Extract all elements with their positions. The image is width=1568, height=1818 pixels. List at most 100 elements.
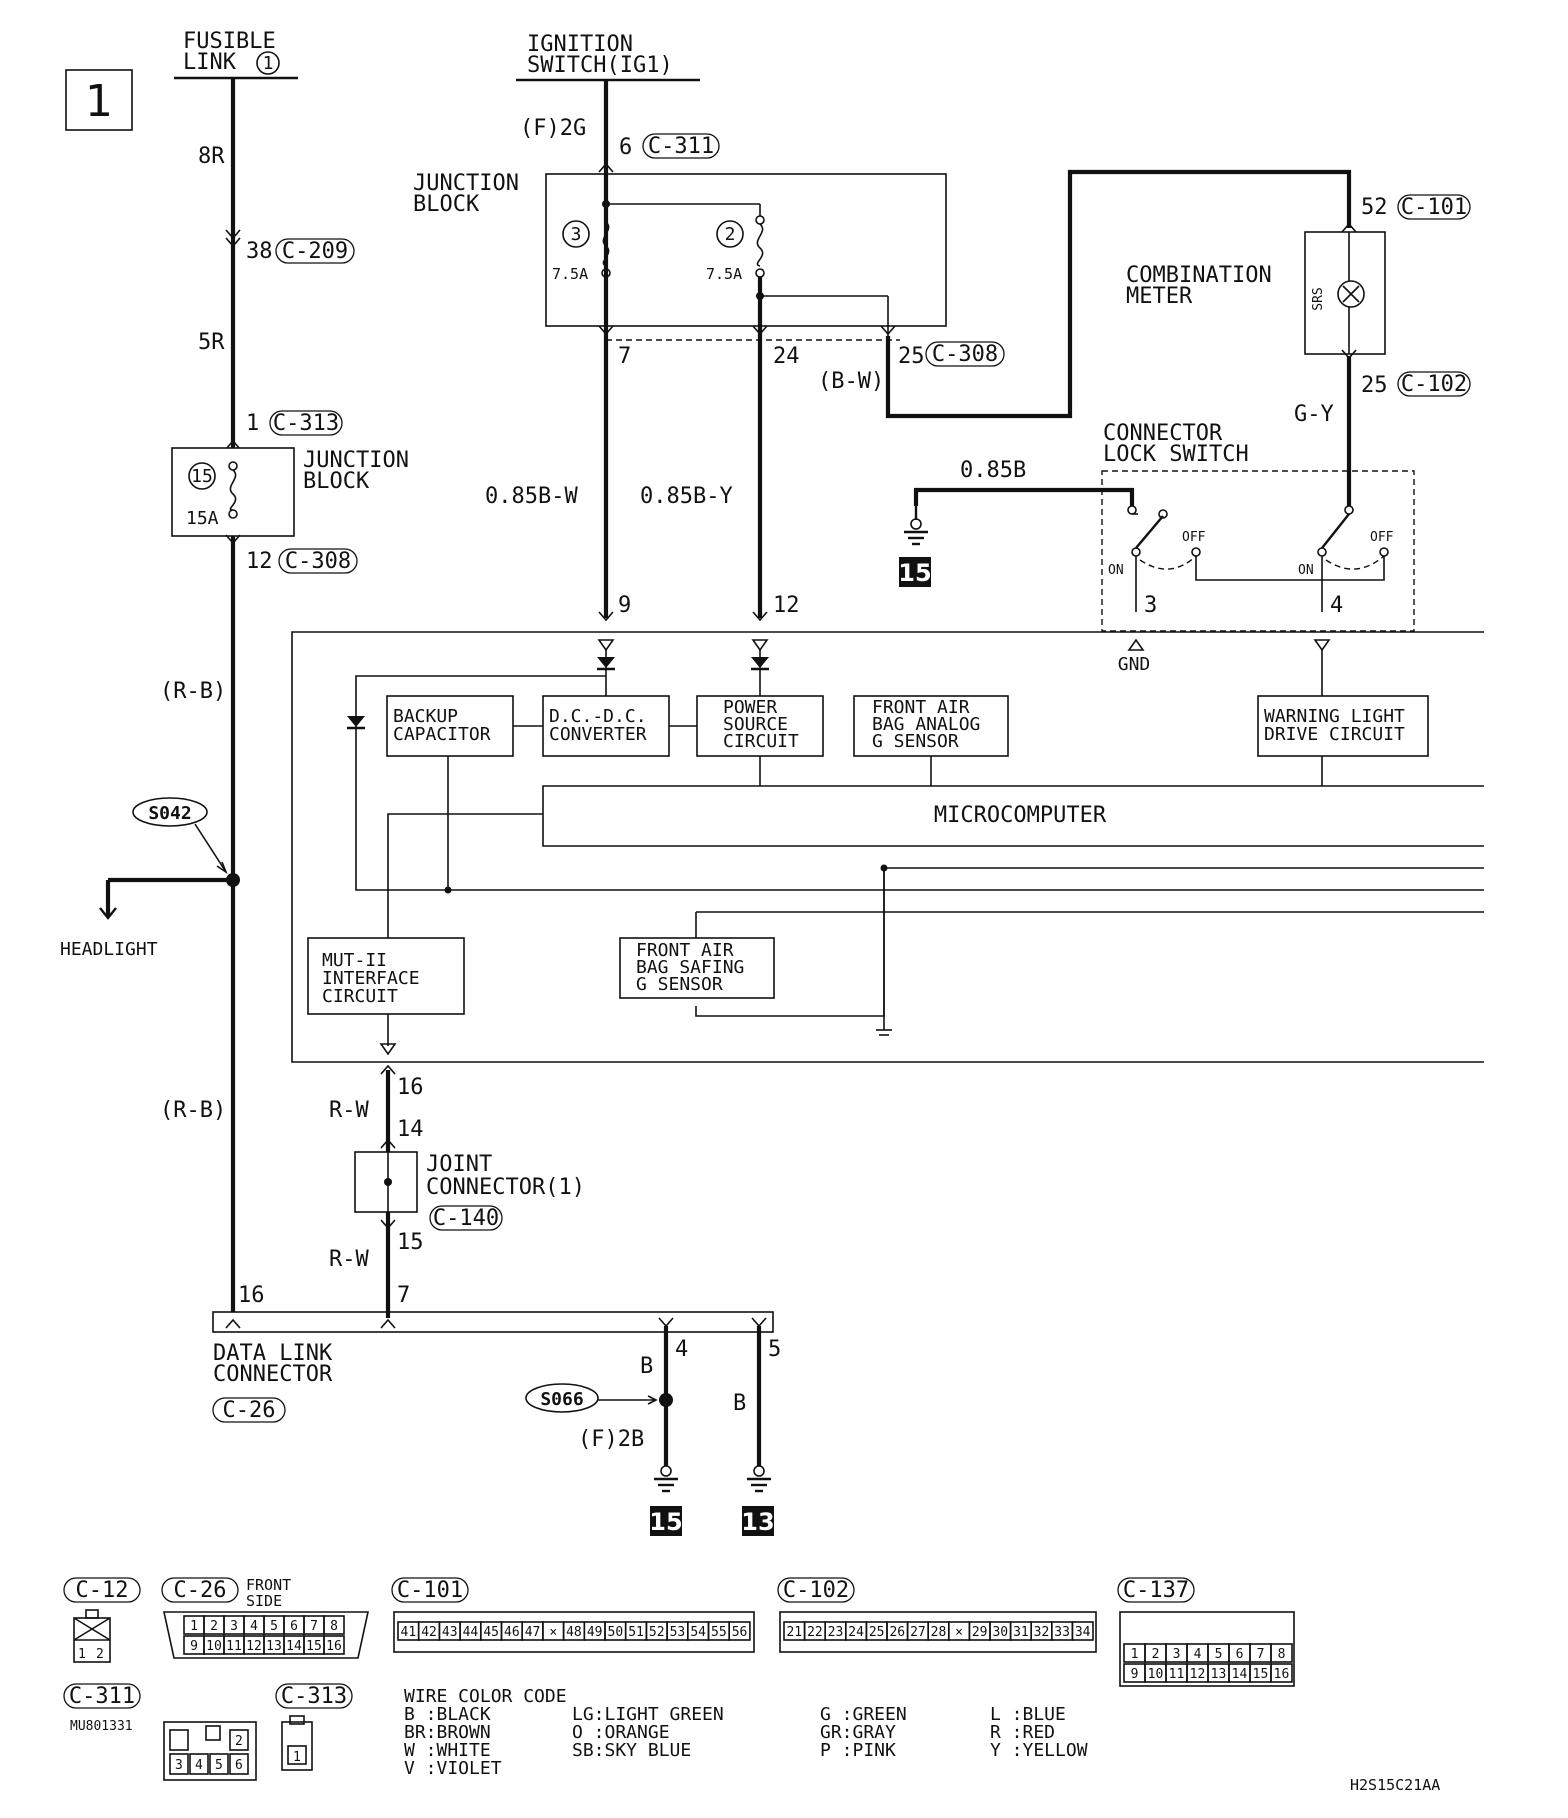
meter-title-2: METER [1126,284,1193,309]
srs-label: SRS [1311,287,1326,310]
connector-pin-number: 12 [246,1639,262,1654]
joint-connector-box [354,1151,418,1213]
connector-pin-number: 21 [786,1625,802,1640]
fusible-link-label-1: FUSIBLE [183,29,276,54]
pin-12b: 12 [773,593,800,618]
analog-g-sensor-box [853,695,1009,757]
legend-c101-pill [391,1577,469,1603]
junction-left-title-2: BLOCK [303,469,370,494]
analog-line-2: BAG ANALOG [872,714,980,735]
fuse-15-circle [188,462,216,490]
connector-pin-number: 8 [330,1619,338,1634]
backup-line-1: BACKUP [393,706,458,727]
c308a-label: C-308 [285,549,351,574]
connector-pin-number: 24 [848,1625,864,1640]
pin-12a: 12 [246,549,273,574]
svg-text:1: 1 [293,1750,301,1765]
pin-6: 6 [619,135,632,160]
legend-c102-label: C-102 [783,1578,849,1603]
connector-pin-number: 23 [828,1625,844,1640]
connector-pin-number: 4 [1194,1647,1202,1662]
legend-c313-label: C-313 [281,1684,347,1709]
data-link-title-1: DATA LINK [213,1341,333,1366]
connector-pin-number: 5 [1215,1647,1223,1662]
microcomputer-box [542,785,1484,847]
wire-label-8r: 8R [198,144,225,169]
backup-capacitor-box [386,695,514,757]
microcomputer-label: MICROCOMPUTER [934,803,1107,828]
wire-label-085b: 0.85B [960,458,1026,483]
wire-color-entry: Y :YELLOW [990,1740,1088,1761]
wire-color-entry: W :WHITE [404,1740,491,1761]
c209-label: C-209 [282,239,348,264]
connector-pin-number: 15 [306,1639,322,1654]
connector-pin-number: 34 [1075,1625,1091,1640]
safing-line-1: FRONT AIR [636,940,734,961]
wire-label-rb2: (R-B) [160,1098,226,1123]
fuse-3-number: 3 [571,224,582,245]
lock-switch-on-1: ON [1108,563,1124,578]
headlight-arrow [99,907,117,920]
connector-pin-number: 45 [483,1625,499,1640]
c140-label: C-140 [433,1206,499,1231]
fuse-15-terminal-b [228,509,238,519]
legend-c101-label: C-101 [397,1578,463,1603]
splice-s042-pointer [194,823,227,873]
legend-c311-pill [63,1683,141,1709]
safing-line-2: BAG SAFING [636,957,744,978]
wire-label-085bw: 0.85B-W [485,484,578,509]
fuse-15-element [229,469,237,511]
headlight-label: HEADLIGHT [60,939,158,960]
connector-pin-number: 10 [206,1639,222,1654]
connector-pin-number: 13 [266,1639,282,1654]
legend-c26-side-2: SIDE [246,1592,282,1610]
connector-pin-number: 11 [226,1639,242,1654]
wire-color-entry: GR:GRAY [820,1722,896,1743]
connector-pin-number: 47 [525,1625,541,1640]
wire-color-entry: LG:LIGHT GREEN [572,1704,724,1725]
fuse-3-circle [562,220,590,248]
connector-pin-number: 52 [649,1625,665,1640]
wire-label-5r: 5R [198,330,225,355]
connector-cell [1270,1663,1293,1683]
connector-pin-number: 55 [711,1625,727,1640]
pin-7b: 7 [397,1283,410,1308]
svg-text:6: 6 [235,1758,243,1773]
dcdc-line-2: CONVERTER [549,724,647,745]
fuse-2-circle [716,220,744,248]
splice-s042-label: S042 [148,803,191,824]
diode-3 [347,716,365,727]
ground-13: 13 [741,1508,774,1536]
fuse-15-number: 15 [191,466,213,487]
gnd-label: GND [1118,654,1151,675]
splice-s066-dot [659,1393,673,1407]
connector-pin-number: 11 [1169,1667,1185,1682]
c308b-label: C-308 [932,342,998,367]
connector-pin-number: 3 [1173,1647,1181,1662]
connector-pin-number: 30 [992,1625,1008,1640]
mut-line-3: CIRCUIT [322,986,398,1007]
connector-pin-number: 9 [1131,1667,1139,1682]
c102-pill [1397,371,1471,397]
connector-pin-number: 3 [230,1619,238,1634]
mut-line-1: MUT-II [322,950,387,971]
connector-pin-number: 12 [1190,1667,1206,1682]
fuse-15-rating: 15A [186,508,219,529]
part-number: MU801331 [70,1719,133,1734]
connector-pin-number: 49 [587,1625,603,1640]
mut-line-2: INTERFACE [322,968,420,989]
pin-7: 7 [618,344,631,369]
pin-4a: 4 [1330,593,1343,618]
connector-pin-number: 46 [504,1625,520,1640]
warning-line-2: DRIVE CIRCUIT [1264,724,1405,745]
wire-label-085by: 0.85B-Y [640,484,733,509]
splice-s066-oval [525,1383,599,1413]
connector-pin-number: 32 [1034,1625,1050,1640]
connector-pin-number: 56 [732,1625,748,1640]
c101-label: C-101 [1401,195,1467,220]
connector-pin-number: 48 [566,1625,582,1640]
fusible-link-num: 1 [263,53,274,74]
